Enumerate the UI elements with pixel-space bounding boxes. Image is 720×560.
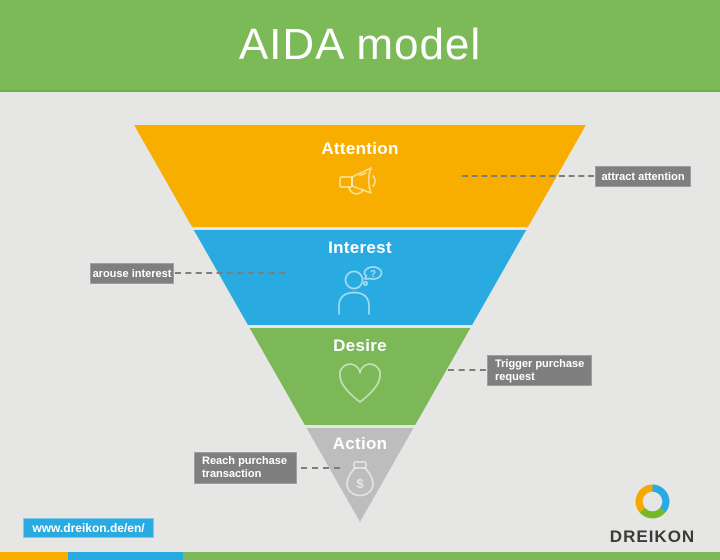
dreikon-logo: DREIKON xyxy=(605,483,700,546)
callout-reach-purchase: Reach purchase transaction xyxy=(194,452,297,484)
money-bag-icon: $ xyxy=(344,459,376,497)
callout-text: arouse interest xyxy=(92,267,172,280)
callout-arouse-interest: arouse interest xyxy=(90,263,174,284)
callout-text: attract attention xyxy=(601,170,685,183)
dreikon-wordmark: DREIKON xyxy=(609,527,696,546)
callout-attract-attention: attract attention xyxy=(595,166,691,187)
header-banner: AIDA model xyxy=(0,0,720,92)
stage-label-desire: Desire xyxy=(333,336,387,355)
footer-stripe-green xyxy=(183,552,720,560)
stage-label-action: Action xyxy=(332,434,388,453)
callout-connector-reach xyxy=(290,467,340,469)
callout-connector-trigger xyxy=(448,369,486,371)
funnel-stage-interest: Interest ? xyxy=(134,230,586,325)
callout-trigger-purchase: Trigger purchase request xyxy=(487,355,592,386)
heart-icon xyxy=(336,361,384,405)
callout-connector-arouse xyxy=(175,272,285,274)
svg-text:$: $ xyxy=(356,476,364,491)
megaphone-icon xyxy=(335,164,385,206)
svg-text:?: ? xyxy=(370,269,376,280)
stage-label-attention: Attention xyxy=(321,139,399,158)
footer-stripe-blue xyxy=(68,552,183,560)
person-question-icon: ? xyxy=(329,263,391,315)
website-link-button[interactable]: www.dreikon.de/en/ xyxy=(23,518,154,538)
stage-label-interest: Interest xyxy=(328,238,392,257)
page-title: AIDA model xyxy=(238,20,482,69)
callout-connector-attract xyxy=(462,175,594,177)
dreikon-ring-icon xyxy=(634,483,671,525)
footer-stripe-orange xyxy=(0,552,68,560)
callout-text: Reach purchase transaction xyxy=(202,455,287,480)
callout-text: Trigger purchase request xyxy=(495,357,585,383)
